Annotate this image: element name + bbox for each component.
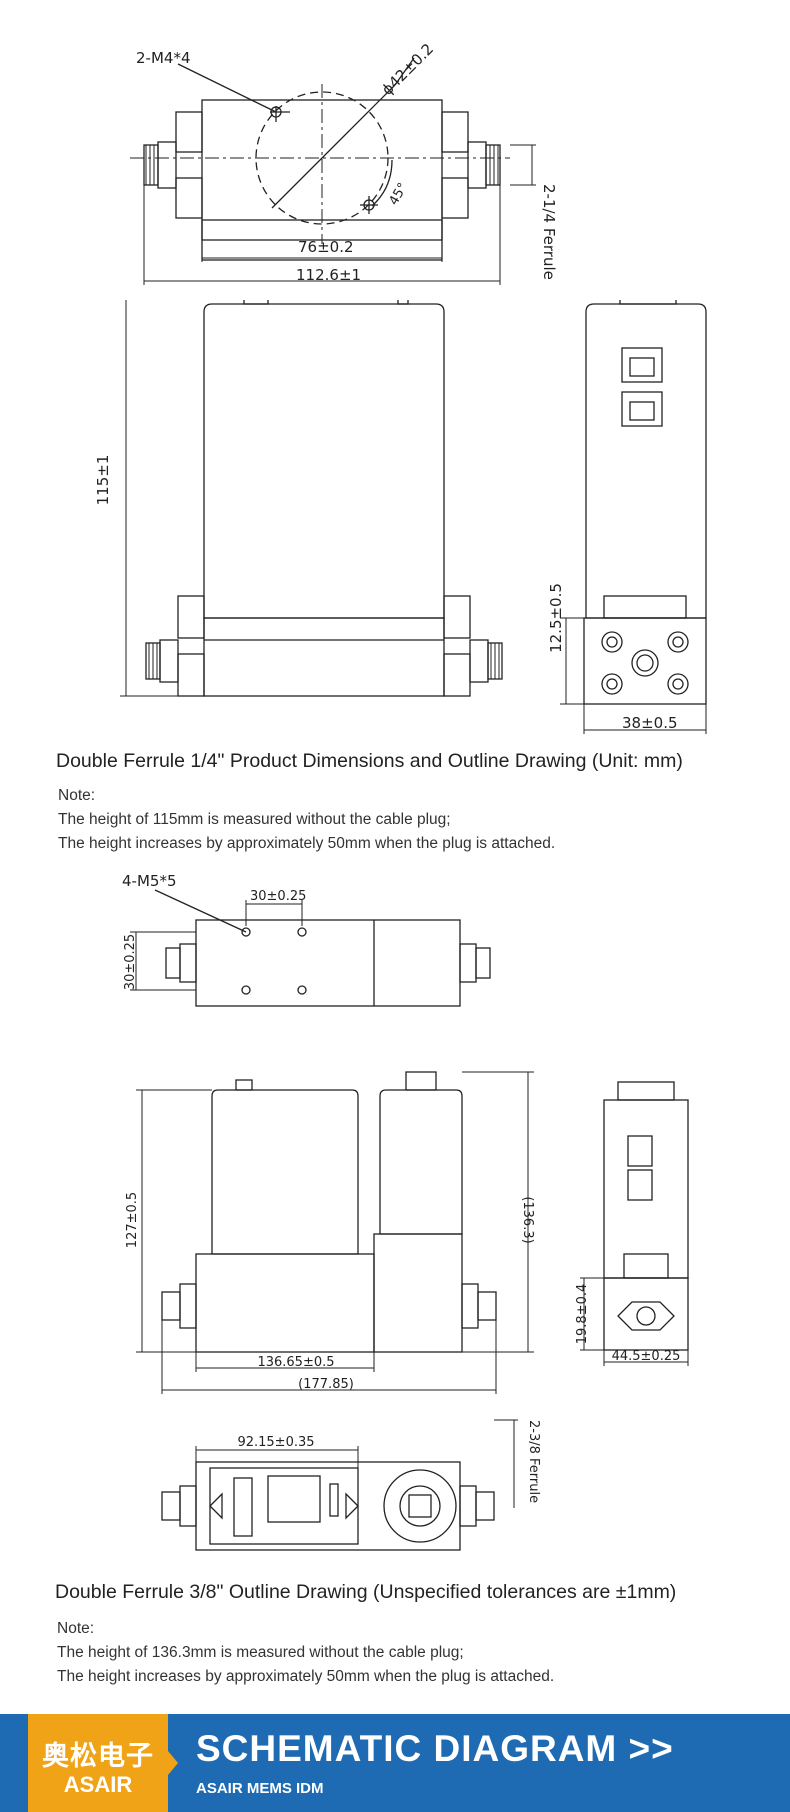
label-m4: 2-M4*4 bbox=[136, 49, 191, 67]
rj45-port-2 bbox=[621, 391, 663, 427]
label-w445: 44.5±0.25 bbox=[612, 1349, 681, 1364]
top-view-drawing-1: 2-M4*4 76±0.2 112.6±1 ϕ42±0.2 45° 2-1/4 … bbox=[130, 40, 558, 285]
front-side-drawing-1: 115±1 12.5±0.5 38±0.5 bbox=[94, 300, 707, 734]
label-angle: 45° bbox=[386, 181, 411, 208]
label-w38: 38±0.5 bbox=[622, 714, 678, 732]
note-1-title: Note: bbox=[58, 787, 96, 804]
body-outline-2 bbox=[195, 919, 461, 1007]
footer-banner: 奥松电子 ASAIR SCHEMATIC DIAGRAM >> ASAIR ME… bbox=[0, 1714, 790, 1812]
note-1: Note: The height of 115mm is measured wi… bbox=[58, 784, 555, 856]
logo-english-text: ASAIR bbox=[63, 1772, 133, 1797]
bottom-view-drawing-2: 92.15±0.35 2-3/8 Ferrule bbox=[161, 1419, 541, 1551]
side-base bbox=[583, 617, 707, 705]
logo-notch bbox=[168, 1751, 178, 1775]
label-w30: 30±0.25 bbox=[250, 889, 306, 904]
note-2-title: Note: bbox=[57, 1620, 95, 1637]
caption-2: Double Ferrule 3/8" Outline Drawing (Uns… bbox=[55, 1581, 677, 1603]
note-2-line-1: The height of 136.3mm is measured withou… bbox=[57, 1644, 464, 1661]
label-h125: 12.5±0.5 bbox=[547, 583, 565, 653]
label-h127: 127±0.5 bbox=[125, 1192, 140, 1248]
label-h115: 115±1 bbox=[94, 455, 112, 506]
label-w13665: 136.65±0.5 bbox=[257, 1355, 334, 1370]
top-view-drawing-2: 4-M5*5 30±0.25 30±0.25 bbox=[122, 872, 491, 1007]
asair-logo: 奥松电子 ASAIR bbox=[28, 1714, 168, 1812]
label-h30: 30±0.25 bbox=[123, 934, 138, 990]
front-base bbox=[203, 617, 445, 697]
logo-chinese-text: 奥松电子 bbox=[42, 1741, 154, 1772]
label-ferrule-1: 2-1/4 Ferrule bbox=[540, 184, 558, 280]
note-1-line-2: The height increases by approximately 50… bbox=[58, 835, 556, 852]
label-h198: 19.8±0.4 bbox=[575, 1284, 590, 1345]
note-2-line-2: The height increases by approximately 50… bbox=[57, 1668, 555, 1685]
label-phi: ϕ42±0.2 bbox=[378, 40, 437, 99]
label-w112: 112.6±1 bbox=[296, 266, 361, 284]
banner-title: SCHEMATIC DIAGRAM >> bbox=[196, 1728, 674, 1769]
note-2: Note: The height of 136.3mm is measured … bbox=[57, 1617, 554, 1689]
label-m5: 4-M5*5 bbox=[122, 872, 177, 890]
note-1-line-1: The height of 115mm is measured without … bbox=[58, 811, 451, 828]
label-w9215: 92.15±0.35 bbox=[237, 1435, 314, 1450]
side-cover bbox=[585, 303, 707, 619]
rj45-port-1 bbox=[621, 347, 663, 383]
label-w76: 76±0.2 bbox=[298, 238, 354, 256]
label-w17785: (177.85) bbox=[298, 1377, 354, 1392]
label-h136: (136.3) bbox=[520, 1196, 535, 1243]
front-side-drawing-2: 127±0.5 (136.3) 19.8±0.4 136.65±0.5 (177… bbox=[125, 1071, 689, 1394]
caption-1: Double Ferrule 1/4" Product Dimensions a… bbox=[56, 750, 683, 772]
front-cover bbox=[203, 303, 445, 619]
label-ferrule-2: 2-3/8 Ferrule bbox=[526, 1420, 541, 1503]
banner-subtitle: ASAIR MEMS IDM bbox=[196, 1780, 324, 1797]
